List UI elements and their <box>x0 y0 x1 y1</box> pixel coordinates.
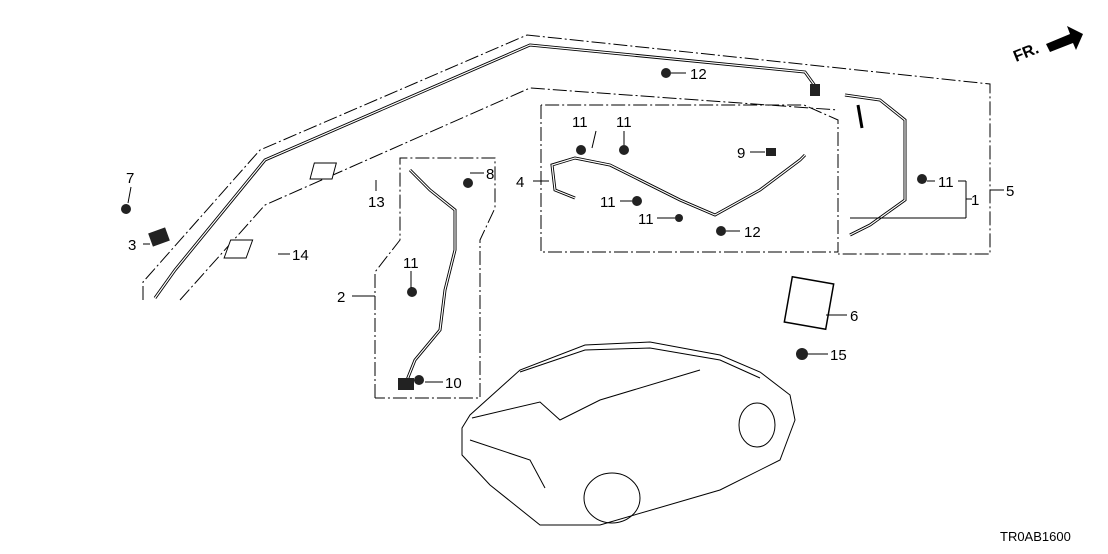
callout-12: 12 <box>744 224 761 241</box>
callout-11: 11 <box>616 114 632 131</box>
callout-11: 11 <box>938 174 954 191</box>
group-outline-5 <box>142 34 991 300</box>
antenna-bracket-3 <box>148 227 170 247</box>
callout-15: 15 <box>830 347 847 364</box>
clip-9 <box>766 148 776 156</box>
front-direction-indicator: FR. <box>1011 26 1083 66</box>
group-outline-4 <box>540 104 839 253</box>
leader-lines <box>127 72 1004 383</box>
clips <box>407 68 927 385</box>
callout-11: 11 <box>600 194 616 211</box>
callout-8: 8 <box>486 166 494 183</box>
antenna-cable-1 <box>844 93 907 237</box>
bolt-7 <box>121 204 131 214</box>
antenna-cable-2 <box>403 168 457 386</box>
pad-14 <box>223 239 254 259</box>
callout-11: 11 <box>572 114 588 131</box>
callout-12: 12 <box>690 66 707 83</box>
front-arrow-icon <box>1046 26 1083 52</box>
pad-13 <box>309 162 337 180</box>
connector <box>398 378 414 390</box>
callout-10: 10 <box>445 375 462 392</box>
callout-3: 3 <box>128 237 136 254</box>
callout-5: 5 <box>1006 183 1014 200</box>
group-outline-inner <box>179 87 839 301</box>
callout-2: 2 <box>337 289 345 306</box>
callout-7: 7 <box>126 170 134 187</box>
callout-4: 4 <box>516 174 524 191</box>
callout-13: 13 <box>368 194 385 211</box>
car-outline <box>461 341 796 526</box>
diagram-code: TR0AB1600 <box>1000 529 1071 544</box>
callout-9: 9 <box>737 145 745 162</box>
callout-14: 14 <box>292 247 309 264</box>
callout-1: 1 <box>971 192 979 209</box>
front-label: FR. <box>1011 40 1041 65</box>
group-outline-2 <box>374 157 496 399</box>
callout-11: 11 <box>638 211 654 228</box>
cable-connector <box>810 84 820 96</box>
callout-11: 11 <box>403 255 419 272</box>
callout-6: 6 <box>850 308 858 325</box>
antenna-unit-6 <box>783 275 835 331</box>
